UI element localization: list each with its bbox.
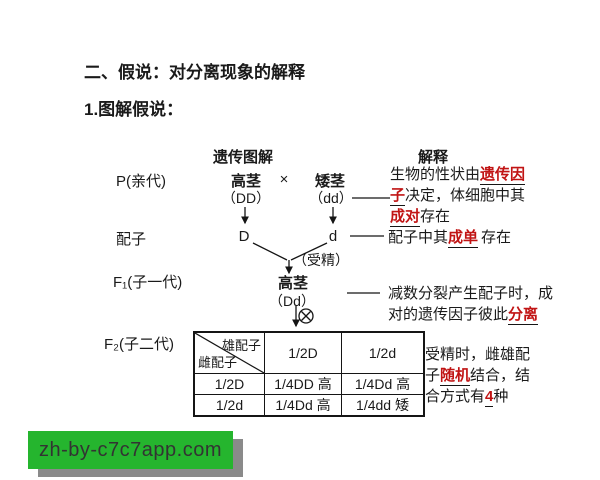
explanation-text: 存在 — [481, 229, 512, 246]
col-header-half-d: 1/2d — [341, 331, 425, 374]
explanation-text: 配子中其 — [388, 229, 449, 246]
explanation-traits-paired: 生物的性状由遗传因 子决定，体细胞中其 成对存在 — [390, 164, 526, 227]
f1-phenotype: 高茎 — [277, 275, 309, 292]
row-header-half-D: 1/2D — [193, 373, 265, 395]
explanation-gametes-single: 配子中其成单存在 — [388, 227, 511, 248]
explanation-text: 合方式有 — [425, 388, 486, 405]
row-header-half-d: 1/2d — [193, 394, 265, 417]
keyword-genetic-factor-cont: 子 — [390, 187, 406, 206]
cell-quarter-Dd-2: 1/4Dd 高 — [264, 394, 342, 417]
explanation-text: 受精时，雌雄配 — [425, 346, 531, 363]
corner-diagonal-line — [195, 333, 264, 373]
f1-genotype: （Dd） — [269, 293, 315, 309]
keyword-segregate: 分离 — [508, 306, 539, 325]
male-gamete-label: 雄配子 — [221, 338, 261, 353]
gamete-D-join-line — [252, 242, 288, 261]
fertilization-label: （受精） — [293, 252, 349, 268]
cross-sign: × — [279, 171, 289, 188]
explanation-text: 生物的性状由 — [390, 166, 481, 183]
explanation-text: 结合，结 — [470, 367, 531, 384]
watermark-text: zh-by-c7c7app.com — [38, 438, 223, 461]
tall-stem-phenotype: 高茎 — [230, 173, 262, 190]
col-header-half-D: 1/2D — [264, 331, 342, 374]
gametes-label: 配子 — [116, 231, 147, 248]
explanation-header: 解释 — [418, 149, 449, 166]
gamete-d: d — [328, 228, 338, 245]
keyword-random: 随机 — [440, 367, 471, 386]
explanation-text: 子 — [425, 367, 441, 384]
watermark-banner: zh-by-c7c7app.com — [28, 431, 233, 469]
f1-label: F₁(子一代) — [113, 274, 183, 291]
p-generation-label: P(亲代) — [116, 173, 166, 190]
table-row: 1/2D 1/4DD 高 1/4Dd 高 — [193, 373, 425, 395]
main-title: 二、假说：对分离现象的解释 — [84, 63, 305, 82]
keyword-genetic-factor: 遗传因 — [480, 166, 526, 185]
table-row: 1/2d 1/4Dd 高 1/4dd 矮 — [193, 394, 425, 417]
explanation-meiosis-segregation: 减数分裂产生配子时，成 对的遗传因子彼此分离 — [388, 283, 553, 325]
punnett-table: 雄配子 雌配子 1/2D 1/2d 1/2D 1/4DD 高 1/4Dd 高 1… — [193, 331, 425, 417]
keyword-four: 4 — [485, 388, 494, 407]
explanation-text: 决定，体细胞中其 — [405, 187, 526, 204]
genetic-diagram-header: 遗传图解 — [213, 149, 274, 166]
keyword-in-pairs: 成对 — [390, 208, 421, 227]
cell-quarter-Dd-1: 1/4Dd 高 — [341, 373, 425, 395]
keyword-single: 成单 — [448, 229, 479, 248]
explanation-text: 存在 — [420, 208, 451, 225]
cell-quarter-dd: 1/4dd 矮 — [341, 394, 425, 417]
f2-label: F₂(子二代) — [104, 336, 174, 353]
explanation-text: 种 — [493, 388, 509, 405]
short-stem-phenotype: 矮茎 — [314, 173, 346, 190]
self-pollination-icon — [298, 308, 314, 324]
tall-genotype: （DD） — [221, 190, 271, 206]
explanation-text: 对的遗传因子彼此 — [388, 306, 509, 323]
punnett-corner-cell: 雄配子 雌配子 — [193, 331, 265, 374]
sub-title: 1.图解假说： — [84, 100, 184, 119]
cell-quarter-DD: 1/4DD 高 — [264, 373, 342, 395]
explanation-random-fertilization: 受精时，雌雄配 子随机结合，结 合方式有4种 — [425, 344, 530, 407]
explanation-text: 减数分裂产生配子时，成 — [388, 285, 554, 302]
gamete-D: D — [238, 228, 250, 245]
female-gamete-label: 雌配子 — [198, 355, 238, 370]
short-genotype: （dd） — [309, 190, 353, 206]
